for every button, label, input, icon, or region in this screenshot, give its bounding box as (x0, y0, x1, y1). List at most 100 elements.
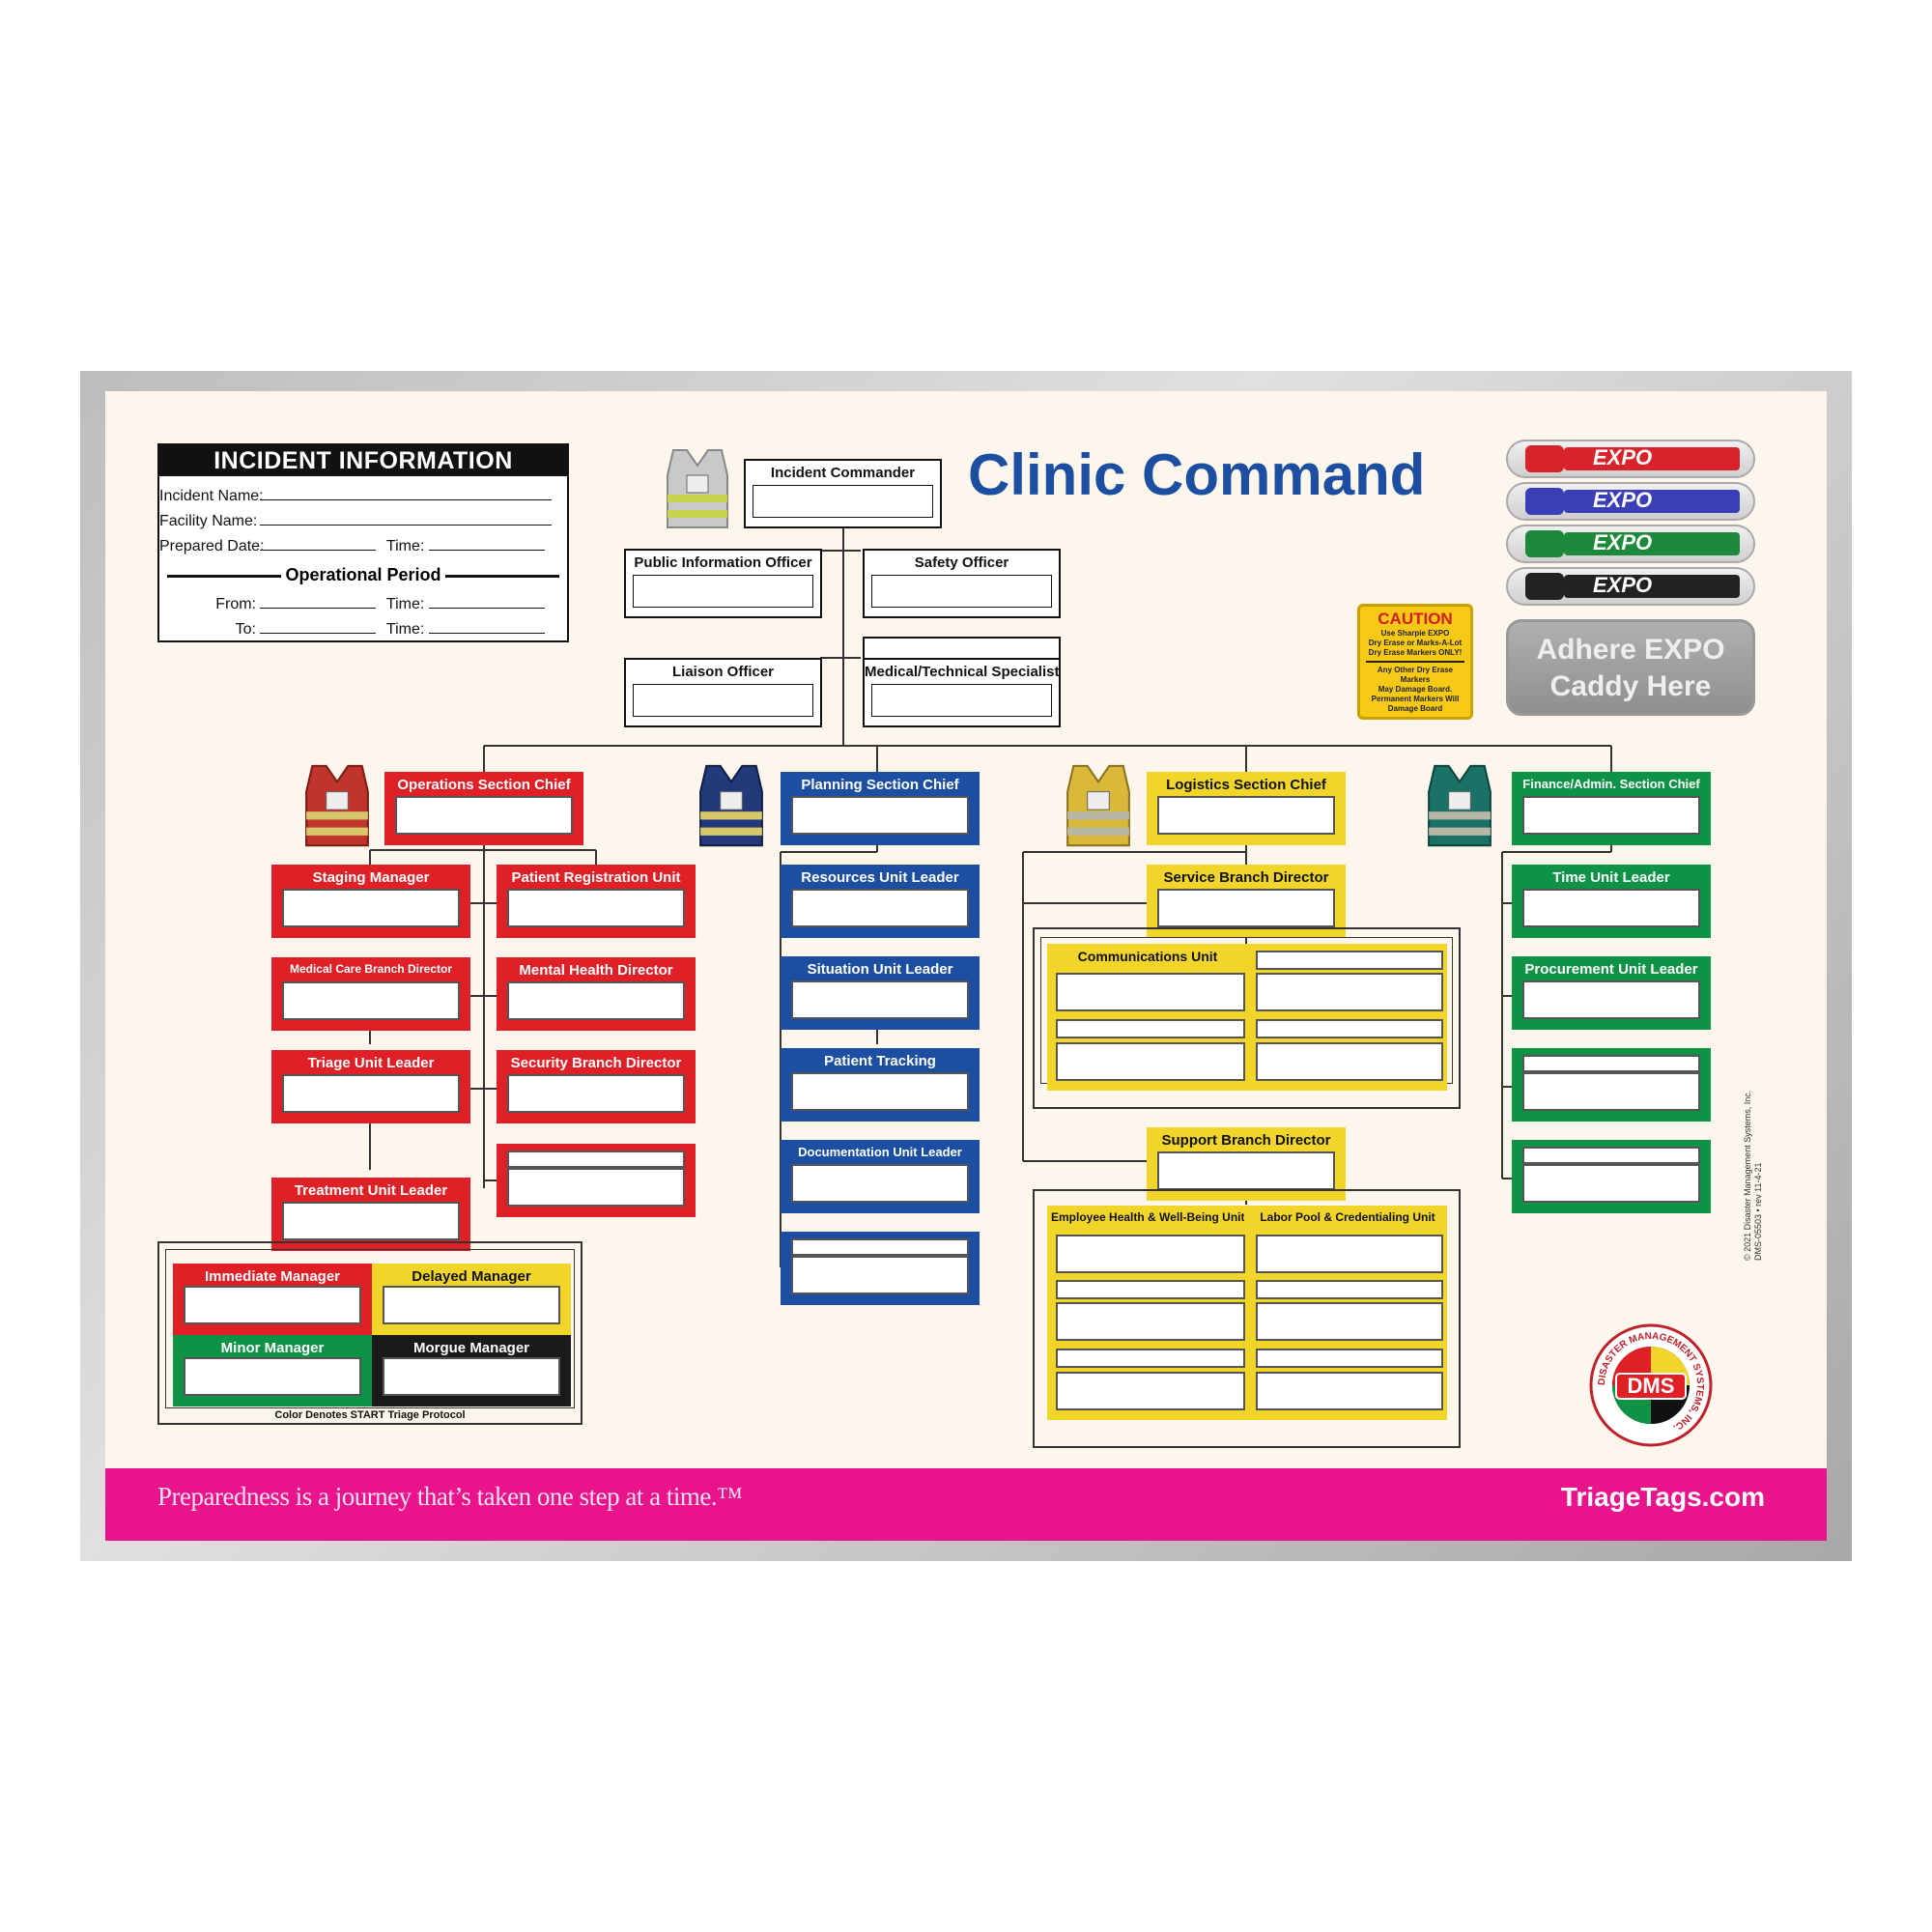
operations-blank-slot-top-field[interactable] (507, 1151, 685, 1168)
from-date-field[interactable] (260, 596, 377, 609)
time-unit-leader-field[interactable] (1522, 889, 1700, 927)
operations-blank-slot-field[interactable] (507, 1168, 685, 1207)
documentation-unit-leader-box[interactable]: Documentation Unit Leader (781, 1140, 980, 1213)
triage-unit-leader-box[interactable]: Triage Unit Leader (271, 1050, 470, 1123)
support-unit-5-field[interactable] (1056, 1372, 1245, 1410)
patient-tracking-box[interactable]: Patient Tracking (781, 1048, 980, 1122)
service-branch-director-field[interactable] (1157, 889, 1335, 927)
documentation-unit-leader-field[interactable] (791, 1164, 969, 1203)
to-date-field[interactable] (260, 621, 377, 634)
liaison-officer-box[interactable]: Liaison Officer (624, 658, 822, 727)
public-information-officer-field[interactable] (633, 575, 813, 608)
support-branch-director-box[interactable]: Support Branch Director (1147, 1127, 1346, 1201)
situation-unit-leader-box[interactable]: Situation Unit Leader (781, 956, 980, 1030)
minor-manager-field[interactable] (184, 1357, 361, 1396)
mental-health-director-box[interactable]: Mental Health Director (497, 957, 696, 1031)
morgue-manager-field[interactable] (383, 1357, 560, 1396)
treatment-unit-leader-box[interactable]: Treatment Unit Leader (271, 1178, 470, 1251)
extra-command-slot[interactable] (863, 637, 1061, 660)
resources-unit-leader-field[interactable] (791, 889, 969, 927)
planning-section-chief-box[interactable]: Planning Section Chief (781, 772, 980, 845)
operations-section-chief-box[interactable]: Operations Section Chief (384, 772, 583, 845)
logistics-section-chief-field[interactable] (1157, 796, 1335, 835)
medical-technical-specialist-box[interactable]: Medical/Technical Specialist (863, 658, 1061, 727)
blue-marker[interactable]: EXPO (1506, 482, 1755, 521)
service-unit-2-field[interactable] (1256, 973, 1443, 1011)
finance-blank-slot-1-field[interactable] (1522, 1072, 1700, 1111)
finance-blank-slot-2-field[interactable] (1522, 1164, 1700, 1203)
minor-manager-box[interactable]: Minor Manager (173, 1335, 372, 1406)
operations-section-chief-field[interactable] (395, 796, 573, 835)
support-unit-6-label-field[interactable] (1256, 1349, 1443, 1368)
safety-officer-field[interactable] (871, 575, 1052, 608)
treatment-unit-leader-field[interactable] (282, 1202, 460, 1240)
incident-name-field[interactable] (260, 488, 553, 500)
labor-pool-unit-field[interactable] (1256, 1235, 1443, 1273)
support-unit-4-field[interactable] (1256, 1302, 1443, 1341)
black-marker[interactable]: EXPO (1506, 567, 1755, 606)
communications-unit-field[interactable] (1056, 973, 1245, 1011)
public-information-officer-box[interactable]: Public Information Officer (624, 549, 822, 618)
procurement-unit-leader-box[interactable]: Procurement Unit Leader (1512, 956, 1711, 1030)
green-marker[interactable]: EXPO (1506, 525, 1755, 563)
patient-registration-unit-field[interactable] (507, 889, 685, 927)
red-marker[interactable]: EXPO (1506, 440, 1755, 478)
medical-care-branch-director-field[interactable] (282, 981, 460, 1020)
support-unit-3-field[interactable] (1056, 1302, 1245, 1341)
copyright-notice: © 2021 Disaster Management Systems, Inc.… (1743, 1091, 1764, 1261)
from-time-field[interactable] (428, 596, 545, 609)
finance-section-chief-field[interactable] (1522, 796, 1700, 835)
finance-section-chief-box[interactable]: Finance/Admin. Section Chief (1512, 772, 1711, 845)
immediate-manager-field[interactable] (184, 1286, 361, 1324)
finance-blank-slot-1[interactable] (1512, 1048, 1711, 1122)
incident-commander-field[interactable] (753, 485, 933, 518)
planning-blank-slot-field[interactable] (791, 1256, 969, 1294)
prepared-time-field[interactable] (428, 538, 545, 551)
finance-blank-slot-1-top-field[interactable] (1522, 1055, 1700, 1072)
patient-tracking-field[interactable] (791, 1072, 969, 1111)
time-unit-leader-box[interactable]: Time Unit Leader (1512, 865, 1711, 938)
liaison-officer-field[interactable] (633, 684, 813, 717)
logistics-section-chief-box[interactable]: Logistics Section Chief (1147, 772, 1346, 845)
patient-registration-unit-box[interactable]: Patient Registration Unit (497, 865, 696, 938)
finance-blank-slot-2-top-field[interactable] (1522, 1147, 1700, 1164)
morgue-manager-box[interactable]: Morgue Manager (372, 1335, 571, 1406)
service-unit-3-label-field[interactable] (1056, 1019, 1245, 1038)
service-unit-3-field[interactable] (1056, 1042, 1245, 1081)
prepared-date-field[interactable] (260, 538, 377, 551)
mental-health-director-field[interactable] (507, 981, 685, 1020)
planning-blank-slot[interactable] (781, 1232, 980, 1305)
finance-blank-slot-2[interactable] (1512, 1140, 1711, 1213)
delayed-manager-box[interactable]: Delayed Manager (372, 1264, 571, 1335)
support-unit-4-label-field[interactable] (1256, 1280, 1443, 1299)
staging-manager-box[interactable]: Staging Manager (271, 865, 470, 938)
security-branch-director-field[interactable] (507, 1074, 685, 1113)
immediate-manager-box[interactable]: Immediate Manager (173, 1264, 372, 1335)
planning-section-chief-field[interactable] (791, 796, 969, 835)
triage-unit-leader-field[interactable] (282, 1074, 460, 1113)
procurement-unit-leader-field[interactable] (1522, 980, 1700, 1019)
service-unit-2-label-field[interactable] (1256, 951, 1443, 970)
service-branch-director-box[interactable]: Service Branch Director (1147, 865, 1346, 938)
staging-manager-field[interactable] (282, 889, 460, 927)
employee-health-unit-field[interactable] (1056, 1235, 1245, 1273)
support-unit-3-label-field[interactable] (1056, 1280, 1245, 1299)
service-unit-4-label-field[interactable] (1256, 1019, 1443, 1038)
medical-technical-specialist-field[interactable] (871, 684, 1052, 717)
support-unit-6-field[interactable] (1256, 1372, 1443, 1410)
situation-unit-leader-field[interactable] (791, 980, 969, 1019)
safety-officer-box[interactable]: Safety Officer (863, 549, 1061, 618)
footer-website-link[interactable]: TriageTags.com (1560, 1482, 1765, 1512)
planning-blank-slot-top-field[interactable] (791, 1238, 969, 1256)
facility-name-field[interactable] (260, 513, 553, 526)
medical-care-branch-director-box[interactable]: Medical Care Branch Director (271, 957, 470, 1031)
support-unit-5-label-field[interactable] (1056, 1349, 1245, 1368)
support-branch-director-field[interactable] (1157, 1151, 1335, 1190)
service-unit-4-field[interactable] (1256, 1042, 1443, 1081)
delayed-manager-field[interactable] (383, 1286, 560, 1324)
resources-unit-leader-box[interactable]: Resources Unit Leader (781, 865, 980, 938)
security-branch-director-box[interactable]: Security Branch Director (497, 1050, 696, 1123)
operations-blank-slot[interactable] (497, 1144, 696, 1217)
incident-commander-box[interactable]: Incident Commander (744, 459, 942, 528)
to-time-field[interactable] (428, 621, 545, 634)
